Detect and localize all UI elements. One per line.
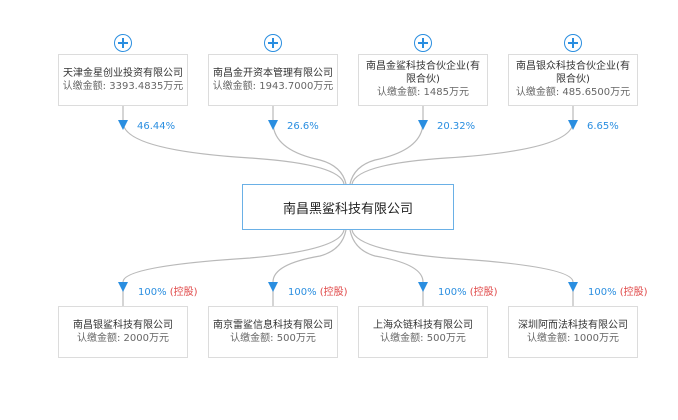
connector-shareholder-4 bbox=[351, 106, 574, 185]
shareholder-card-1[interactable]: 天津金星创业投资有限公司 认缴金额: 3393.4835万元 bbox=[58, 54, 188, 106]
arrow-icon bbox=[418, 120, 428, 130]
expand-plus-icon[interactable] bbox=[114, 34, 132, 52]
center-company-name: 南昌黑鲨科技有限公司 bbox=[282, 201, 413, 217]
connector-subsidiary-2 bbox=[272, 229, 347, 306]
shareholding-percent: 46.44% bbox=[137, 121, 176, 132]
arrow-icon bbox=[118, 282, 128, 292]
shareholder-card-3[interactable]: 南昌金鲨科技合伙企业(有限合伙) 认缴金额: 1485万元 bbox=[358, 54, 488, 106]
shareholder-capital: 认缴金额: 485.6500万元 bbox=[515, 87, 631, 98]
arrow-icon bbox=[418, 282, 428, 292]
shareholder-capital: 认缴金额: 3393.4835万元 bbox=[62, 80, 184, 92]
shareholder-card-2[interactable]: 南昌金开资本管理有限公司 认缴金额: 1943.7000万元 bbox=[208, 54, 338, 106]
subsidiary-capital: 认缴金额: 500万元 bbox=[380, 332, 466, 344]
center-company-box[interactable]: 南昌黑鲨科技有限公司 bbox=[242, 184, 454, 230]
connector-subsidiary-3 bbox=[349, 229, 424, 306]
subsidiary-name: 上海众链科技有限公司 bbox=[373, 319, 473, 331]
subsidiary-card-4[interactable]: 深圳阿而法科技有限公司 认缴金额: 1000万元 bbox=[508, 306, 638, 358]
shareholder-name: 南昌金开资本管理有限公司 bbox=[213, 67, 333, 79]
subsidiary-card-2[interactable]: 南京雷鲨信息科技有限公司 认缴金额: 500万元 bbox=[208, 306, 338, 358]
shareholder-capital: 认缴金额: 1485万元 bbox=[376, 87, 469, 98]
subsidiary-percent: 100% (控股) bbox=[438, 287, 498, 298]
expand-plus-icon[interactable] bbox=[264, 34, 282, 52]
subsidiary-percent: 100% (控股) bbox=[288, 287, 348, 298]
expand-plus-icon[interactable] bbox=[414, 34, 432, 52]
connector-subsidiary-1 bbox=[122, 229, 345, 306]
shareholding-percent: 26.6% bbox=[287, 121, 319, 132]
shareholder-name: 天津金星创业投资有限公司 bbox=[63, 67, 183, 79]
control-tag: (控股) bbox=[619, 287, 648, 298]
arrow-icon bbox=[568, 120, 578, 130]
subsidiary-capital: 认缴金额: 500万元 bbox=[230, 332, 316, 344]
subsidiary-capital: 认缴金额: 2000万元 bbox=[76, 332, 169, 344]
shareholding-percent: 6.65% bbox=[587, 121, 619, 132]
shareholder-card-4[interactable]: 南昌银众科技合伙企业(有限合伙) 认缴金额: 485.6500万元 bbox=[508, 54, 638, 106]
subsidiary-card-3[interactable]: 上海众链科技有限公司 认缴金额: 500万元 bbox=[358, 306, 488, 358]
shareholding-percent: 20.32% bbox=[437, 121, 476, 132]
subsidiary-name: 南昌银鲨科技有限公司 bbox=[73, 319, 173, 331]
control-tag: (控股) bbox=[469, 287, 498, 298]
connector-shareholder-2 bbox=[272, 106, 347, 185]
shareholder-name: 南昌金鲨科技合伙企业(有限合伙) bbox=[366, 61, 480, 85]
connector-shareholder-1 bbox=[122, 106, 345, 185]
subsidiary-percent: 100% (控股) bbox=[138, 287, 198, 298]
control-tag: (控股) bbox=[169, 287, 198, 298]
arrow-icon bbox=[568, 282, 578, 292]
subsidiary-percent: 100% (控股) bbox=[588, 287, 648, 298]
expand-plus-icon[interactable] bbox=[564, 34, 582, 52]
connector-shareholder-3 bbox=[349, 106, 424, 185]
shareholder-name: 南昌银众科技合伙企业(有限合伙) bbox=[516, 61, 630, 85]
arrow-icon bbox=[268, 282, 278, 292]
subsidiary-capital: 认缴金额: 1000万元 bbox=[526, 332, 619, 344]
subsidiary-name: 深圳阿而法科技有限公司 bbox=[518, 319, 628, 331]
connector-subsidiary-4 bbox=[351, 229, 574, 306]
control-tag: (控股) bbox=[319, 287, 348, 298]
shareholder-capital: 认缴金额: 1943.7000万元 bbox=[212, 80, 334, 92]
arrow-icon bbox=[268, 120, 278, 130]
subsidiary-card-1[interactable]: 南昌银鲨科技有限公司 认缴金额: 2000万元 bbox=[58, 306, 188, 358]
arrow-icon bbox=[118, 120, 128, 130]
subsidiary-name: 南京雷鲨信息科技有限公司 bbox=[213, 319, 333, 331]
